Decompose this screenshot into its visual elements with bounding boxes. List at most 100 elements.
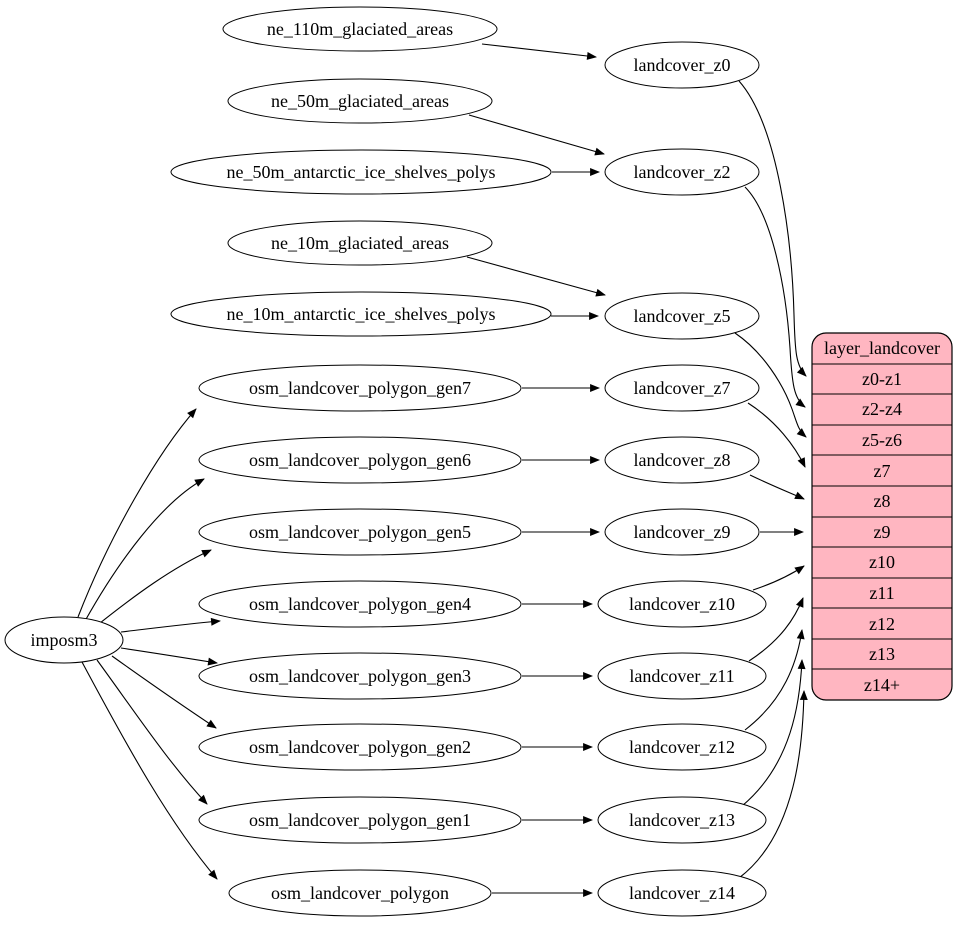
node-landcover-z0: landcover_z0 (604, 41, 760, 89)
node-landcover-z12: landcover_z12 (597, 723, 767, 771)
edge-landcover-z5-to-row-z5-z6 (734, 332, 807, 438)
node-landcover-z13: landcover_z13 (597, 796, 767, 844)
table-row-label: z2-z4 (862, 399, 902, 419)
node-osm-landcover-polygon-gen2: osm_landcover_polygon_gen2 (198, 723, 522, 771)
node-ellipse (597, 723, 767, 771)
node-landcover-z8: landcover_z8 (604, 436, 760, 484)
node-ellipse (597, 580, 767, 628)
node-landcover-z11: landcover_z11 (597, 652, 767, 700)
edge-landcover-z13-to-row-z13 (741, 659, 806, 807)
node-label: landcover_z13 (629, 810, 735, 830)
edge-imposm3-to-osm-landcover-polygon (81, 661, 218, 880)
edge-ne-10m-glaciated-areas-to-landcover-z5 (466, 256, 606, 297)
table-row-label: z9 (874, 522, 891, 542)
edge-landcover-z10-to-row-z10 (752, 565, 805, 591)
node-label: osm_landcover_polygon_gen7 (249, 378, 471, 398)
node-label: osm_landcover_polygon_gen6 (249, 450, 471, 470)
node-ne-50m-antarctic-ice-shelves-polys: ne_50m_antarctic_ice_shelves_polys (170, 149, 552, 195)
edge-landcover-z0-to-row-z0-z1 (738, 80, 807, 377)
edge-landcover-z12-to-row-z12 (744, 629, 805, 731)
edges (77, 43, 808, 897)
node-label: landcover_z14 (629, 883, 735, 903)
node-label: osm_landcover_polygon_gen2 (249, 737, 471, 757)
node-label: imposm3 (30, 630, 97, 650)
edge-imposm3-to-osm-landcover-polygon-gen4 (120, 617, 221, 633)
node-ellipse (604, 41, 760, 89)
edge-imposm3-to-osm-landcover-polygon-gen6 (84, 478, 205, 622)
table-row-label: z12 (869, 614, 895, 634)
node-label: landcover_z0 (634, 55, 731, 75)
node-osm-landcover-polygon-gen6: osm_landcover_polygon_gen6 (198, 436, 522, 484)
edge-landcover-z14-to-row-z14plus (738, 690, 808, 879)
node-label: landcover_z5 (634, 306, 731, 326)
node-imposm3: imposm3 (4, 616, 124, 664)
edge-imposm3-to-osm-landcover-polygon-gen1 (96, 659, 208, 805)
node-label: landcover_z12 (629, 737, 735, 757)
node-ellipse (227, 78, 493, 124)
node-ellipse (597, 652, 767, 700)
node-ellipse (604, 508, 760, 556)
node-label: landcover_z11 (629, 666, 734, 686)
node-ellipse (198, 652, 522, 700)
node-ellipse (597, 869, 767, 917)
node-osm-landcover-polygon: osm_landcover_polygon (228, 869, 492, 917)
node-landcover-z14: landcover_z14 (597, 869, 767, 917)
node-ne-110m-glaciated-areas: ne_110m_glaciated_areas (222, 6, 498, 52)
node-landcover-z9: landcover_z9 (604, 508, 760, 556)
node-ellipse (604, 364, 760, 412)
table-row-label: z10 (869, 552, 895, 572)
node-ellipse (198, 723, 522, 771)
table-title: layer_landcover (824, 338, 940, 358)
node-ellipse (604, 436, 760, 484)
edge-ne-110m-glaciated-areas-to-landcover-z0 (481, 43, 597, 60)
node-landcover-z7: landcover_z7 (604, 364, 760, 412)
table-row-label: z7 (874, 461, 891, 481)
node-label: landcover_z2 (634, 162, 731, 182)
table-row-label: z0-z1 (862, 369, 902, 389)
node-osm-landcover-polygon-gen7: osm_landcover_polygon_gen7 (198, 364, 522, 412)
node-ellipse (597, 796, 767, 844)
node-ellipse (4, 616, 124, 664)
node-osm-landcover-polygon-gen4: osm_landcover_polygon_gen4 (198, 580, 522, 628)
edge-imposm3-to-osm-landcover-polygon-gen7 (77, 408, 197, 618)
node-label: landcover_z7 (634, 378, 731, 398)
node-ellipse (228, 869, 492, 917)
node-landcover-z5: landcover_z5 (604, 292, 760, 340)
node-ellipse (227, 220, 493, 266)
node-landcover-z2: landcover_z2 (604, 148, 760, 196)
node-label: osm_landcover_polygon_gen4 (249, 594, 471, 614)
edge-ne-50m-glaciated-areas-to-landcover-z2 (468, 114, 605, 156)
node-label: osm_landcover_polygon_gen5 (249, 522, 471, 542)
edge-imposm3-to-osm-landcover-polygon-gen2 (111, 655, 217, 729)
node-label: ne_50m_antarctic_ice_shelves_polys (227, 162, 496, 182)
node-ne-10m-glaciated-areas: ne_10m_glaciated_areas (227, 220, 493, 266)
node-label: ne_110m_glaciated_areas (267, 19, 453, 39)
node-label: ne_10m_antarctic_ice_shelves_polys (227, 304, 496, 324)
node-label: landcover_z8 (634, 450, 731, 470)
node-ellipse (604, 292, 760, 340)
node-label: ne_10m_glaciated_areas (271, 233, 449, 253)
table-row-label: z11 (869, 583, 894, 603)
node-osm-landcover-polygon-gen5: osm_landcover_polygon_gen5 (198, 508, 522, 556)
table-row-label: z14+ (864, 675, 900, 695)
node-label: landcover_z9 (634, 522, 731, 542)
edge-landcover-z2-to-row-z2-z4 (744, 186, 806, 408)
edge-landcover-z11-to-row-z11 (748, 597, 804, 662)
table-row-label: z5-z6 (862, 430, 902, 450)
node-label: landcover_z10 (629, 594, 735, 614)
edge-landcover-z8-to-row-z8 (749, 474, 805, 500)
table-row-label: z8 (874, 491, 891, 511)
node-ellipse (170, 291, 552, 337)
node-ellipse (198, 796, 522, 844)
layer-landcover-table: layer_landcover z0-z1 z2-z4 z5-z6 z7 z8 … (811, 332, 953, 701)
node-ellipse (222, 6, 498, 52)
node-osm-landcover-polygon-gen1: osm_landcover_polygon_gen1 (198, 796, 522, 844)
node-landcover-z10: landcover_z10 (597, 580, 767, 628)
node-label: osm_landcover_polygon_gen1 (249, 810, 471, 830)
node-label: osm_landcover_polygon (271, 883, 449, 903)
node-ne-10m-antarctic-ice-shelves-polys: ne_10m_antarctic_ice_shelves_polys (170, 291, 552, 337)
table-row-label: z13 (869, 644, 895, 664)
node-ellipse (198, 508, 522, 556)
